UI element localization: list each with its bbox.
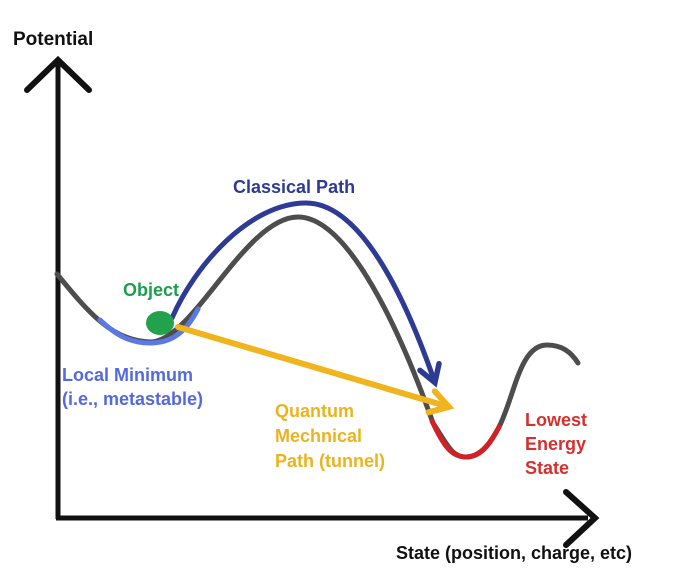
quantum-path-label: Quantum Mechnical Path (tunnel): [275, 401, 385, 471]
local-minimum-segment: [97, 306, 201, 346]
object-ball: [146, 311, 174, 335]
classical-path-arrow: [169, 200, 442, 388]
lowest-energy-label: Lowest Energy State: [525, 410, 588, 478]
quantum-tunnel-arrow: [175, 324, 455, 416]
x-axis-label: State (position, charge, etc): [396, 543, 633, 563]
x-axis-arrowhead-icon: [563, 489, 600, 548]
classical-path-label: Classical Path: [233, 177, 356, 197]
local-minimum-label: Local Minimum (i.e., metastable): [62, 365, 204, 409]
lowest-energy-segment: [429, 418, 502, 460]
object-label: Object: [123, 280, 180, 300]
y-axis-label: Potential: [13, 29, 94, 50]
y-axis-arrowhead-icon: [24, 55, 92, 93]
